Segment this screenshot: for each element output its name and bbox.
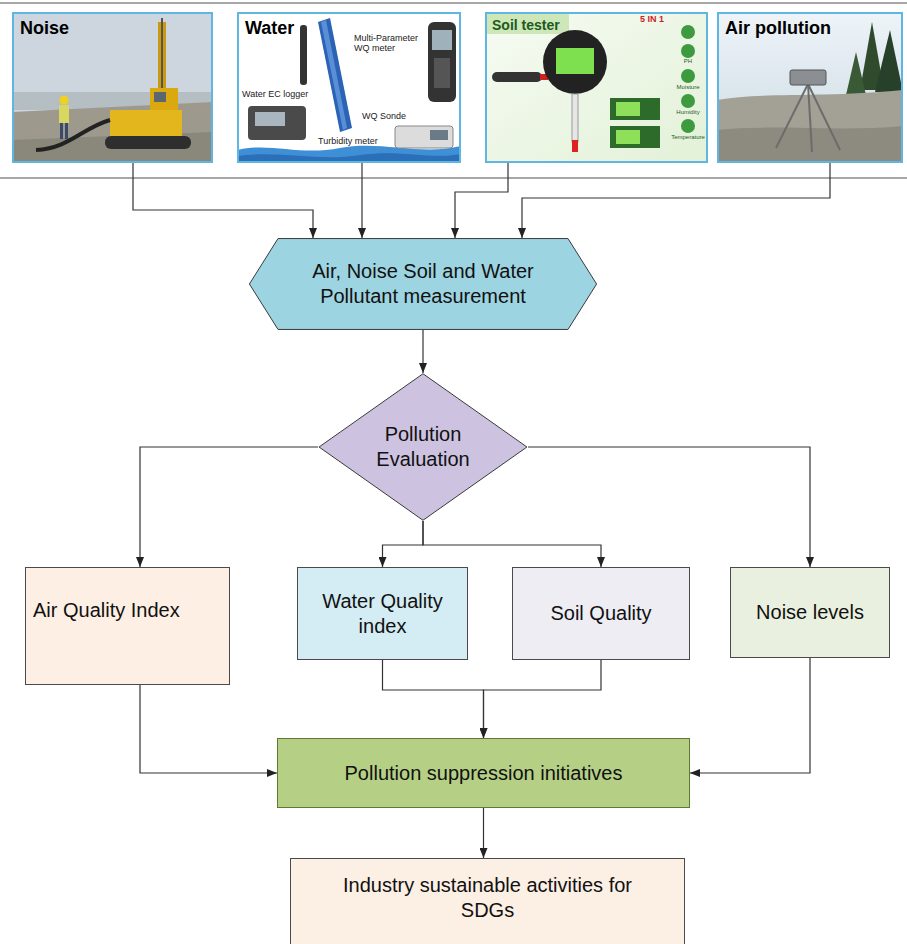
flow-arrow [528, 447, 810, 567]
flow-arrow [483, 808, 484, 858]
photo-panel: Noise [12, 12, 213, 163]
instrument-label: 5 IN 1 [640, 15, 664, 25]
instrument-label: Moisture [676, 84, 699, 91]
panel-heading: Water [245, 18, 294, 39]
flow-arrow [455, 163, 508, 238]
photo-panel: Air pollution [717, 12, 903, 163]
decision-diamond: Pollution Evaluation [318, 373, 528, 521]
process-box: Pollution suppression initiatives [277, 738, 690, 808]
node-label: Noise levels [756, 600, 864, 625]
instrument-label: PH [684, 58, 692, 65]
panel-heading: Air pollution [725, 18, 831, 39]
flow-arrow [133, 163, 313, 238]
flow-arrow [423, 521, 601, 567]
flow-arrow [140, 685, 277, 773]
flow-arrow [522, 163, 830, 238]
process-box: Industry sustainable activities for SDGs [290, 858, 685, 944]
node-label: Soil Quality [550, 601, 651, 626]
node-label: Pollution Evaluation [363, 422, 483, 472]
flow-arrow [140, 447, 318, 567]
flow-arrow [383, 521, 424, 567]
rule-line [0, 177, 907, 179]
hexagon-outline [248, 238, 598, 330]
flow-arrow [361, 163, 362, 238]
instrument-label: Multi-Parameter WQ meter [354, 34, 426, 54]
process-box: Soil Quality [512, 567, 690, 660]
process-box: Air Quality Index [25, 567, 230, 685]
flow-arrow [422, 330, 423, 373]
node-label: Industry sustainable activities for SDGs [318, 873, 658, 923]
node-label: Pollution suppression initiatives [345, 761, 623, 786]
drill-rig-photo [12, 12, 213, 163]
flow-arrow [690, 658, 810, 773]
panel-heading: Noise [20, 18, 69, 39]
rule-line [0, 2, 907, 4]
instrument-label: Turbidity meter [318, 137, 378, 147]
node-label: Water Quality index [313, 589, 453, 639]
instrument-label: WQ Sonde [362, 112, 406, 122]
flow-arrow [383, 660, 484, 738]
diamond-outline [318, 373, 528, 521]
air-monitor-photo [717, 12, 903, 163]
process-box: Water Quality index [297, 567, 468, 660]
node-label: Air Quality Index [33, 598, 180, 623]
panel-heading: Soil tester [492, 17, 560, 33]
shape-fill [249, 239, 596, 330]
node-label: Air, Noise Soil and Water Pollutant meas… [308, 259, 538, 309]
process-hexagon: Air, Noise Soil and Water Pollutant meas… [248, 238, 598, 330]
water-instruments-photo [237, 12, 461, 163]
flow-arrow [484, 660, 602, 738]
instrument-label: Temperature [671, 134, 705, 141]
process-box: Noise levels [730, 567, 890, 658]
instrument-label: Humidity [676, 109, 699, 116]
photo-panel: Soil tester [485, 12, 708, 163]
instrument-label: Water EC logger [242, 90, 308, 100]
soil-tester-photo [485, 12, 708, 163]
shape-fill [319, 374, 527, 521]
